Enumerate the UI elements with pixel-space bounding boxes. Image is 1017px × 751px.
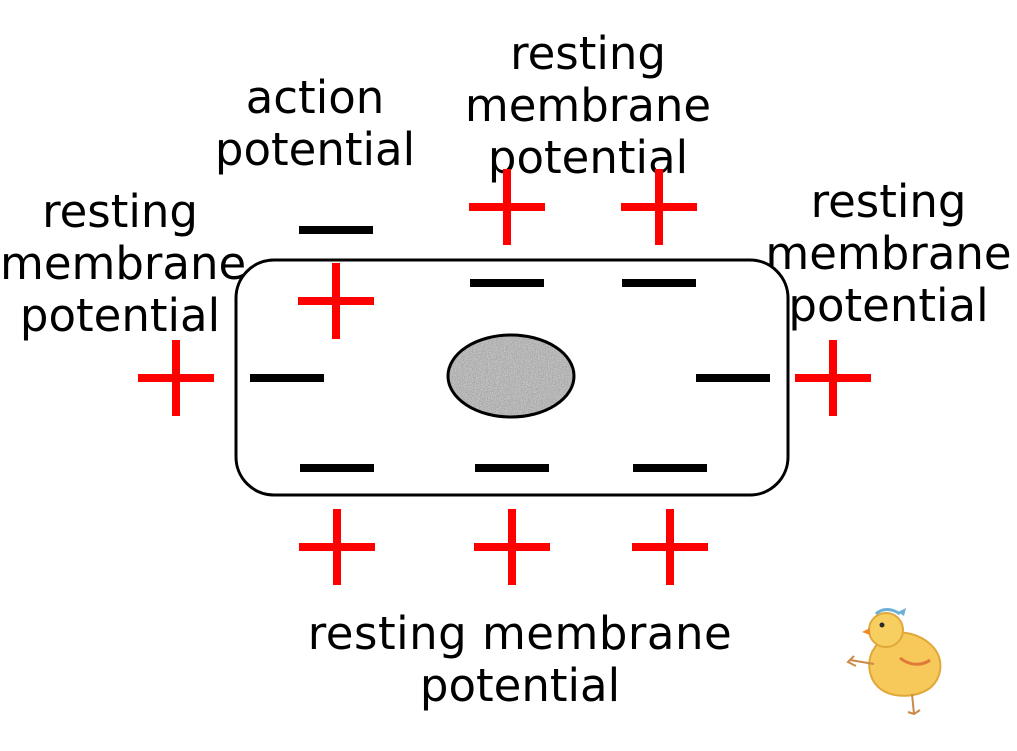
label-line: membrane: [765, 227, 1012, 280]
charge-plus-bottom: [474, 509, 550, 585]
nucleus-outline: [446, 333, 576, 419]
left-resting-membrane-potential-label: resting membrane potential: [0, 185, 247, 342]
charge-plus-top: [621, 169, 697, 245]
right-resting-membrane-potential-label: resting membrane potential: [760, 176, 1017, 332]
charge-plus-bottom: [299, 509, 375, 585]
charge-plus-action-potential: [298, 263, 374, 339]
label-line: potential: [788, 279, 989, 332]
label-line: potential: [19, 289, 221, 342]
charge-plus-right: [795, 340, 871, 416]
label-line: resting: [510, 27, 666, 80]
top-resting-membrane-potential-label: resting membrane potential: [448, 28, 728, 184]
label-line: resting: [810, 175, 967, 228]
chick-mascot-icon: [846, 608, 942, 716]
label-line: potential: [214, 123, 416, 176]
label-line: resting membrane: [307, 607, 733, 660]
label-line: membrane: [0, 237, 247, 290]
charge-plus-bottom: [632, 509, 708, 585]
charge-plus-top: [469, 169, 545, 245]
charge-plus-left: [138, 340, 214, 416]
label-line: potential: [487, 131, 689, 184]
action-potential-label: action potential: [200, 72, 430, 176]
bottom-resting-membrane-potential-label: resting membrane potential: [290, 608, 750, 712]
label-line: membrane: [464, 79, 712, 132]
label-line: resting: [42, 185, 198, 238]
label-line: potential: [419, 659, 621, 712]
nucleus-texture: [448, 335, 574, 417]
label-line: action: [245, 71, 385, 124]
